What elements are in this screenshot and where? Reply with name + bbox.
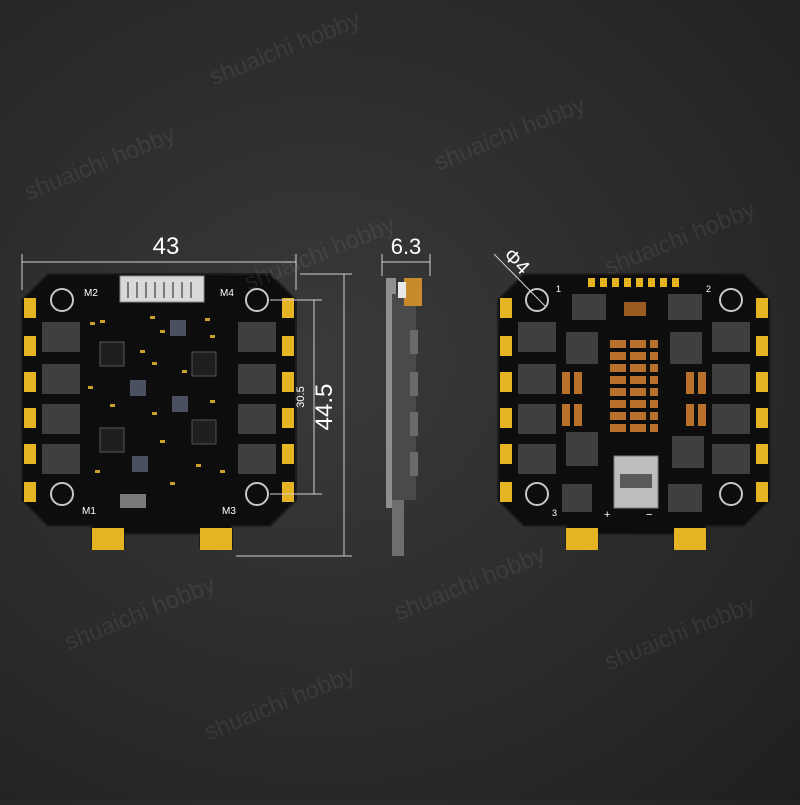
front-height-dimension — [236, 273, 352, 557]
front-left-pads — [24, 298, 36, 502]
back-hole-bottom-right — [719, 482, 743, 506]
front-power-pad-left — [92, 528, 124, 550]
mount-spacing-dimension — [270, 299, 322, 495]
front-label-m3: M3 — [222, 506, 236, 517]
front-hole-top-left — [50, 288, 74, 312]
back-capacitor-bank — [610, 340, 658, 432]
front-right-mosfets — [238, 322, 276, 474]
side-bottom-tab — [392, 500, 404, 556]
back-label-minus: − — [646, 509, 652, 521]
back-label-plus: + — [604, 509, 610, 521]
height-dimension-label: 44.5 — [311, 384, 338, 431]
front-right-pads — [282, 298, 294, 502]
back-hole-top-left — [525, 288, 549, 312]
back-side-capacitors — [562, 302, 706, 426]
back-hole-bottom-left — [525, 482, 549, 506]
back-power-pad-right — [674, 528, 706, 550]
side-components — [410, 330, 418, 476]
thickness-dimension-label: 6.3 — [391, 234, 422, 259]
back-shunt-inner — [620, 474, 652, 488]
front-connector-pins — [127, 282, 192, 298]
side-connector-cap — [398, 282, 406, 298]
front-label-m4: M4 — [220, 288, 234, 299]
back-top-pads — [588, 278, 679, 287]
back-board: 1 2 3 + − — [497, 273, 771, 550]
front-label-m1: M1 — [82, 506, 96, 517]
thickness-dimension — [381, 254, 431, 276]
front-smd-parts — [88, 316, 225, 485]
front-board: M2 M4 M1 M3 — [21, 273, 297, 550]
back-label-corner-2: 2 — [706, 284, 711, 294]
front-left-mosfets — [42, 322, 80, 474]
back-left-pads — [500, 298, 512, 502]
back-label-corner-3: 3 — [552, 508, 557, 518]
back-label-corner-1: 1 — [556, 284, 561, 294]
front-center-chips — [99, 320, 217, 508]
side-view — [386, 278, 422, 556]
front-label-m2: M2 — [84, 288, 98, 299]
back-left-mosfets — [518, 322, 556, 474]
back-inner-chips — [562, 294, 704, 512]
side-connector — [404, 278, 422, 306]
front-power-pad-right — [200, 528, 232, 550]
front-width-dimension — [21, 254, 297, 290]
back-right-pads — [756, 298, 768, 502]
front-hole-bottom-right — [245, 482, 269, 506]
back-right-mosfets — [712, 322, 750, 474]
front-hole-bottom-left — [50, 482, 74, 506]
hole-diameter-leader — [493, 253, 546, 307]
back-hole-top-right — [719, 288, 743, 312]
back-power-pad-left — [566, 528, 598, 550]
mount-spacing-label: 30.5 — [295, 386, 307, 407]
width-dimension-label: 43 — [153, 233, 180, 260]
side-pcb-top — [386, 278, 396, 508]
front-hole-top-right — [245, 288, 269, 312]
